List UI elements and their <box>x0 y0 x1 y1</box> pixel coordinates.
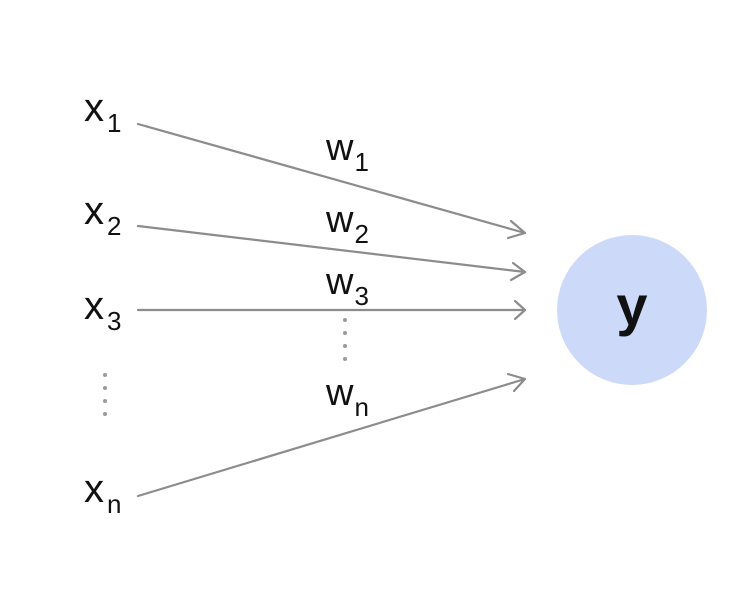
weight-label-w1: w1 <box>326 128 369 182</box>
input-label-x2-sub: 2 <box>107 211 122 241</box>
input-label-x2-base: x <box>84 189 104 233</box>
input-label-xn-base: x <box>84 467 104 511</box>
input-label-x3-base: x <box>84 284 104 328</box>
input-label-xn-sub: n <box>107 489 122 519</box>
input-label-x1-sub: 1 <box>107 108 122 138</box>
arrow-xn-to-y <box>136 372 527 498</box>
weight-label-w1-base: w <box>326 127 354 169</box>
output-label: y <box>616 274 648 337</box>
input-label-x3-sub: 3 <box>107 306 122 336</box>
ellipsis-dot <box>103 386 107 390</box>
weight-ellipsis <box>343 318 347 370</box>
weight-label-w2-sub: 2 <box>354 219 369 249</box>
weight-label-w2: w2 <box>326 200 369 254</box>
ellipsis-dot <box>343 331 347 335</box>
weight-label-w3: w3 <box>326 262 369 316</box>
ellipsis-dot <box>103 373 107 377</box>
input-ellipsis <box>103 373 107 425</box>
ellipsis-dot <box>343 344 347 348</box>
arrow-x2-to-y <box>136 224 527 282</box>
weight-label-w3-base: w <box>326 261 354 303</box>
weight-label-wn: wn <box>326 373 369 427</box>
ellipsis-dot <box>103 412 107 416</box>
ellipsis-dot <box>343 318 347 322</box>
ellipsis-dot <box>343 357 347 361</box>
weight-label-w1-sub: 1 <box>354 147 369 177</box>
arrow-x1-to-y <box>136 122 527 240</box>
ellipsis-dot <box>103 399 107 403</box>
arrow-x3-to-y <box>136 299 527 321</box>
input-label-x1-base: x <box>84 86 104 130</box>
weight-label-w3-sub: 3 <box>354 281 369 311</box>
output-node: y <box>557 235 707 385</box>
weight-label-wn-sub: n <box>354 392 369 422</box>
weight-label-w2-base: w <box>326 199 354 241</box>
weight-label-wn-base: w <box>326 372 354 414</box>
